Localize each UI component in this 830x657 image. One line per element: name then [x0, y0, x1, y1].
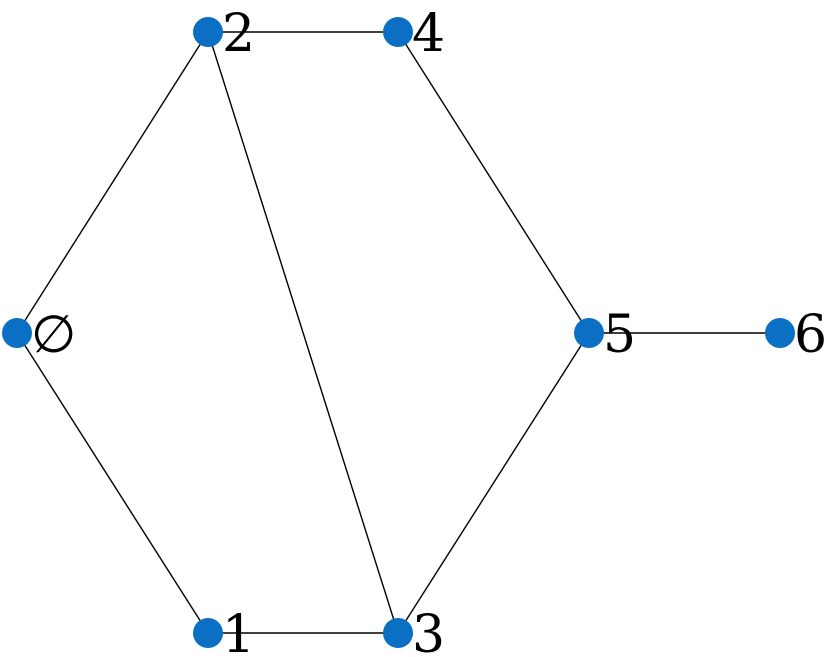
nodes-layer: [2, 17, 795, 648]
node-n6: [765, 318, 795, 348]
node-label-n4: 4: [412, 4, 445, 64]
node-label-n2: 2: [222, 4, 255, 64]
edge-n2-n3: [207, 31, 399, 634]
edges-layer: [16, 31, 780, 634]
edge-n3-n5: [397, 332, 590, 634]
edge-n0-n2: [16, 31, 209, 334]
node-n5: [574, 318, 604, 348]
node-label-n5: 5: [603, 305, 636, 365]
edge-n4-n5: [397, 31, 590, 334]
node-label-n0: ∅: [31, 305, 76, 365]
node-n0: [2, 318, 32, 348]
labels-layer: ∅ 1 2 3 4 5 6: [31, 4, 827, 657]
node-n4: [383, 17, 413, 47]
node-label-n3: 3: [412, 605, 445, 657]
node-n1: [193, 618, 223, 648]
edge-n0-n1: [16, 332, 209, 634]
node-n2: [193, 17, 223, 47]
node-label-n6: 6: [794, 305, 827, 365]
node-label-n1: 1: [222, 605, 255, 657]
node-n3: [383, 618, 413, 648]
